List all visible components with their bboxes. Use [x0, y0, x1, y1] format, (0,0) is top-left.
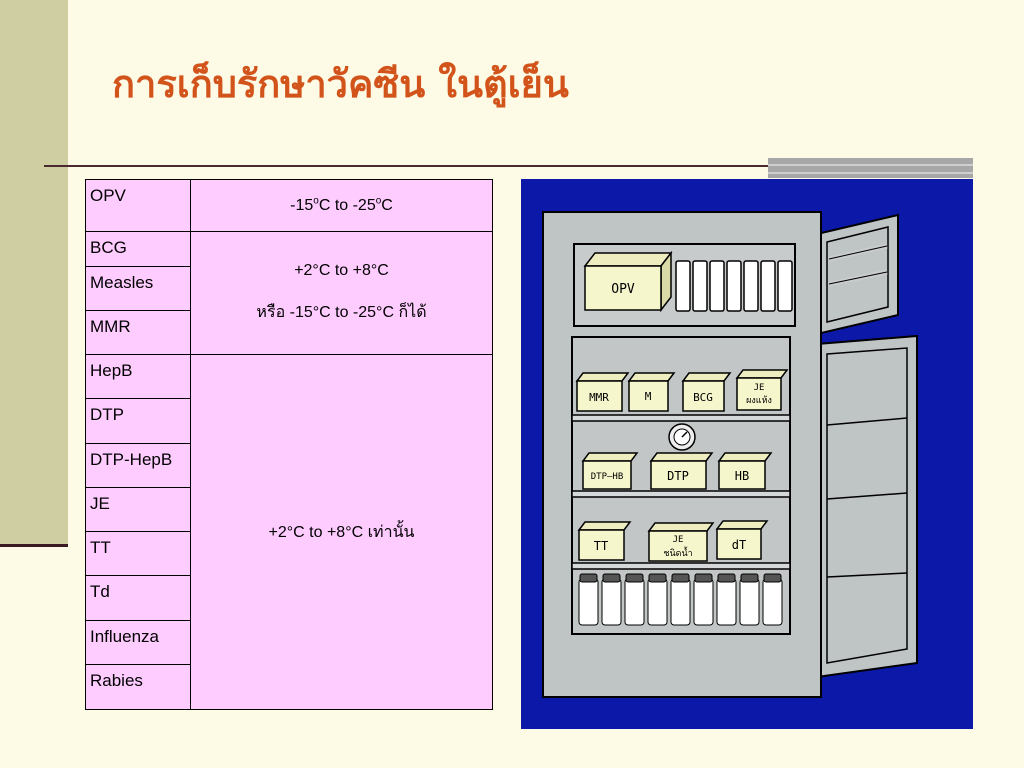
temperature-cell: -15oC to -25oC [190, 179, 493, 232]
shelf3-boxes: TT JE ชนิดน้ำ dT [577, 520, 769, 562]
thermometer-icon [668, 423, 696, 451]
title-divider-accent [768, 158, 973, 178]
table-row: Td [85, 575, 493, 621]
freezer-vials [675, 260, 793, 312]
temperature-value: -15oC to -25oC [290, 195, 393, 215]
svg-text:OPV: OPV [611, 282, 635, 297]
svg-text:BCG: BCG [693, 391, 713, 404]
temperature-alternative: หรือ -15°C to -25°C ก็ได้ [256, 303, 427, 321]
shelves [571, 414, 791, 570]
temperature-cell: +2°C to +8°C เท่านั้น [190, 354, 493, 710]
vaccine-storage-table: OPV -15oC to -25oC BCG +2°C to +8°C หรือ… [85, 179, 493, 710]
table-row: Measles [85, 266, 493, 311]
vial-row [578, 573, 783, 626]
opv-box: OPV [583, 250, 673, 313]
sidebar-rule [0, 544, 68, 547]
lower-door [816, 334, 918, 679]
table-row: DTP-HepB [85, 443, 493, 488]
vaccine-name-cell: DTP [85, 398, 191, 444]
upper-door [816, 213, 899, 336]
table-row: HepB +2°C to +8°C เท่านั้น [85, 354, 493, 710]
svg-text:JE: JE [673, 535, 684, 545]
table-row: TT [85, 531, 493, 576]
svg-text:JE: JE [754, 383, 765, 393]
svg-text:M: M [645, 390, 652, 403]
shelf2-boxes: DTP–HB DTP HB [581, 452, 773, 490]
vaccine-name-cell: Measles [85, 266, 191, 311]
vaccine-name-cell: DTP-HepB [85, 443, 191, 488]
temperature-value: +2°C to +8°C เท่านั้น [268, 523, 415, 541]
svg-text:HB: HB [735, 469, 749, 483]
svg-text:DTP: DTP [667, 469, 689, 483]
table-row: MMR [85, 310, 493, 355]
table-row: OPV -15oC to -25oC [85, 179, 493, 232]
svg-text:MMR: MMR [589, 391, 609, 404]
temperature-value: +2°C to +8°C [294, 261, 389, 279]
svg-text:ชนิดน้ำ: ชนิดน้ำ [663, 546, 692, 559]
vaccine-name-cell: JE [85, 487, 191, 532]
table-row: Influenza [85, 620, 493, 665]
vaccine-name-cell: Influenza [85, 620, 191, 665]
vaccine-name-cell: Rabies [85, 664, 191, 710]
refrigerator-illustration: OPV MMR M BCG JE ผงแห้ง [521, 179, 973, 729]
title-divider [44, 165, 972, 167]
table-row: BCG +2°C to +8°C หรือ -15°C to -25°C ก็ไ… [85, 231, 493, 355]
svg-text:ผงแห้ง: ผงแห้ง [746, 395, 772, 406]
vaccine-name-cell: OPV [85, 179, 191, 232]
svg-text:dT: dT [732, 538, 746, 552]
sidebar-band [0, 0, 68, 545]
vaccine-name-cell: MMR [85, 310, 191, 355]
table-row: JE [85, 487, 493, 532]
table-row: DTP [85, 398, 493, 444]
vaccine-name-cell: BCG [85, 231, 191, 267]
table-row: Rabies [85, 664, 493, 710]
svg-text:TT: TT [594, 539, 608, 553]
vaccine-name-cell: HepB [85, 354, 191, 399]
temperature-cell: +2°C to +8°C หรือ -15°C to -25°C ก็ได้ [190, 231, 493, 355]
vaccine-name-cell: TT [85, 531, 191, 576]
svg-text:DTP–HB: DTP–HB [591, 472, 624, 482]
shelf1-boxes: MMR M BCG JE ผงแห้ง [575, 369, 789, 412]
vaccine-name-cell: Td [85, 575, 191, 621]
slide-title: การเก็บรักษาวัคซีน ในตู้เย็น [112, 62, 569, 106]
